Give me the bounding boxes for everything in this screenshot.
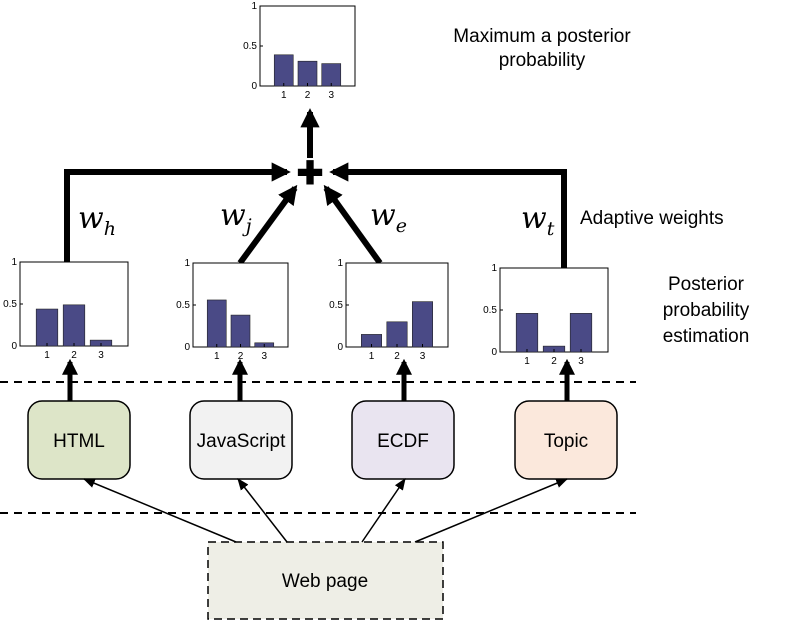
x-tick-label: 1 [369, 351, 375, 362]
bar-chart-ecdf: 0 0.5 1 1 2 3 [329, 258, 449, 362]
y-tick-label: 1 [491, 263, 497, 274]
arrow-js-to-combine [237, 184, 298, 265]
weight-label-t: wt [521, 201, 555, 240]
arrow-topic-to-combine [329, 162, 567, 268]
x-tick-label: 2 [394, 351, 400, 362]
source-node-ecdf: ECDF [351, 400, 455, 480]
weight-label-j: wj [220, 198, 252, 237]
bar-topic-1 [515, 313, 539, 353]
y-tick-label: 0.5 [243, 41, 257, 52]
bar-chart-topic: 0 0.5 1 1 2 3 [483, 263, 609, 367]
y-tick-label: 0.5 [176, 300, 190, 311]
source-node-html: HTML [27, 400, 131, 480]
bar-topic-3 [569, 313, 593, 353]
posterior-label-line1: Posterior [668, 274, 745, 295]
bar-javascript-1 [206, 299, 227, 348]
y-tick-label: 0 [11, 341, 17, 352]
source-node-javascript: JavaScript [189, 400, 293, 480]
x-tick-label: 3 [420, 351, 426, 362]
posterior-label-line2: probability [663, 300, 750, 321]
y-tick-label: 1 [184, 258, 190, 269]
posterior-label-line3: estimation [663, 326, 750, 347]
weight-label-h: wh [78, 201, 116, 240]
weight-label-e: we [370, 198, 407, 237]
bar-ecdf-3 [411, 301, 433, 348]
arrow-webpage-to-topic [414, 478, 569, 543]
bar-chart-map: 0 0.5 1 1 2 3 [243, 1, 356, 101]
x-tick-label: 1 [44, 350, 50, 361]
y-tick-label: 1 [11, 257, 17, 268]
source-label-topic: Topic [544, 431, 588, 452]
x-tick-label: 1 [524, 356, 530, 367]
bar-javascript-2 [230, 314, 251, 348]
y-tick-label: 0 [491, 347, 497, 358]
x-tick-label: 2 [551, 356, 557, 367]
charts-group: 0 0.5 1 1 2 3 0 0.5 1 1 2 3 0 0.5 1 1 2 3 0 0.5 1 1 2 3 0 0.5 1 1 2 3 [3, 1, 609, 367]
arrow-webpage-to-javascript [237, 478, 288, 543]
bar-html-2 [62, 304, 86, 347]
x-tick-label: 2 [305, 90, 311, 101]
x-tick-label: 1 [281, 90, 287, 101]
y-tick-label: 0 [251, 81, 257, 92]
x-tick-label: 2 [71, 350, 77, 361]
x-tick-label: 2 [238, 351, 244, 362]
x-tick-label: 3 [578, 356, 584, 367]
bar-chart-html: 0 0.5 1 1 2 3 [3, 257, 129, 361]
y-tick-label: 1 [337, 258, 343, 269]
bar-map-2 [297, 60, 318, 87]
webpage-box [207, 541, 444, 620]
x-tick-label: 3 [261, 351, 267, 362]
combine-plus-icon: ✚ [297, 155, 324, 191]
source-label-ecdf: ECDF [377, 431, 429, 452]
arrow-ecdf-to-combine [323, 184, 383, 265]
arrow-html-to-combine [64, 162, 291, 262]
y-tick-label: 0 [337, 342, 343, 353]
y-tick-label: 0 [184, 342, 190, 353]
source-label-html: HTML [53, 431, 105, 452]
bar-html-1 [35, 308, 59, 347]
y-tick-label: 1 [251, 1, 257, 12]
arrow-webpage-to-ecdf [361, 478, 406, 543]
x-tick-label: 3 [328, 90, 334, 101]
map-label-line1: Maximum a posterior [453, 26, 631, 47]
arrow-webpage-to-html [82, 478, 237, 543]
bar-map-1 [273, 54, 294, 87]
y-tick-label: 0.5 [483, 305, 497, 316]
x-tick-label: 1 [214, 351, 220, 362]
map-label-line2: probability [499, 50, 586, 71]
bar-map-3 [321, 63, 342, 87]
source-node-topic: Topic [514, 400, 618, 480]
y-tick-label: 0.5 [3, 299, 17, 310]
adaptive-weights-label: Adaptive weights [580, 208, 724, 229]
source-label-javascript: JavaScript [197, 431, 286, 452]
source-box-html [27, 400, 131, 480]
x-tick-label: 3 [98, 350, 104, 361]
bar-chart-javascript: 0 0.5 1 1 2 3 [176, 258, 289, 362]
y-tick-label: 0.5 [329, 300, 343, 311]
bar-ecdf-2 [386, 321, 408, 348]
webpage-label: Web page [282, 571, 368, 592]
